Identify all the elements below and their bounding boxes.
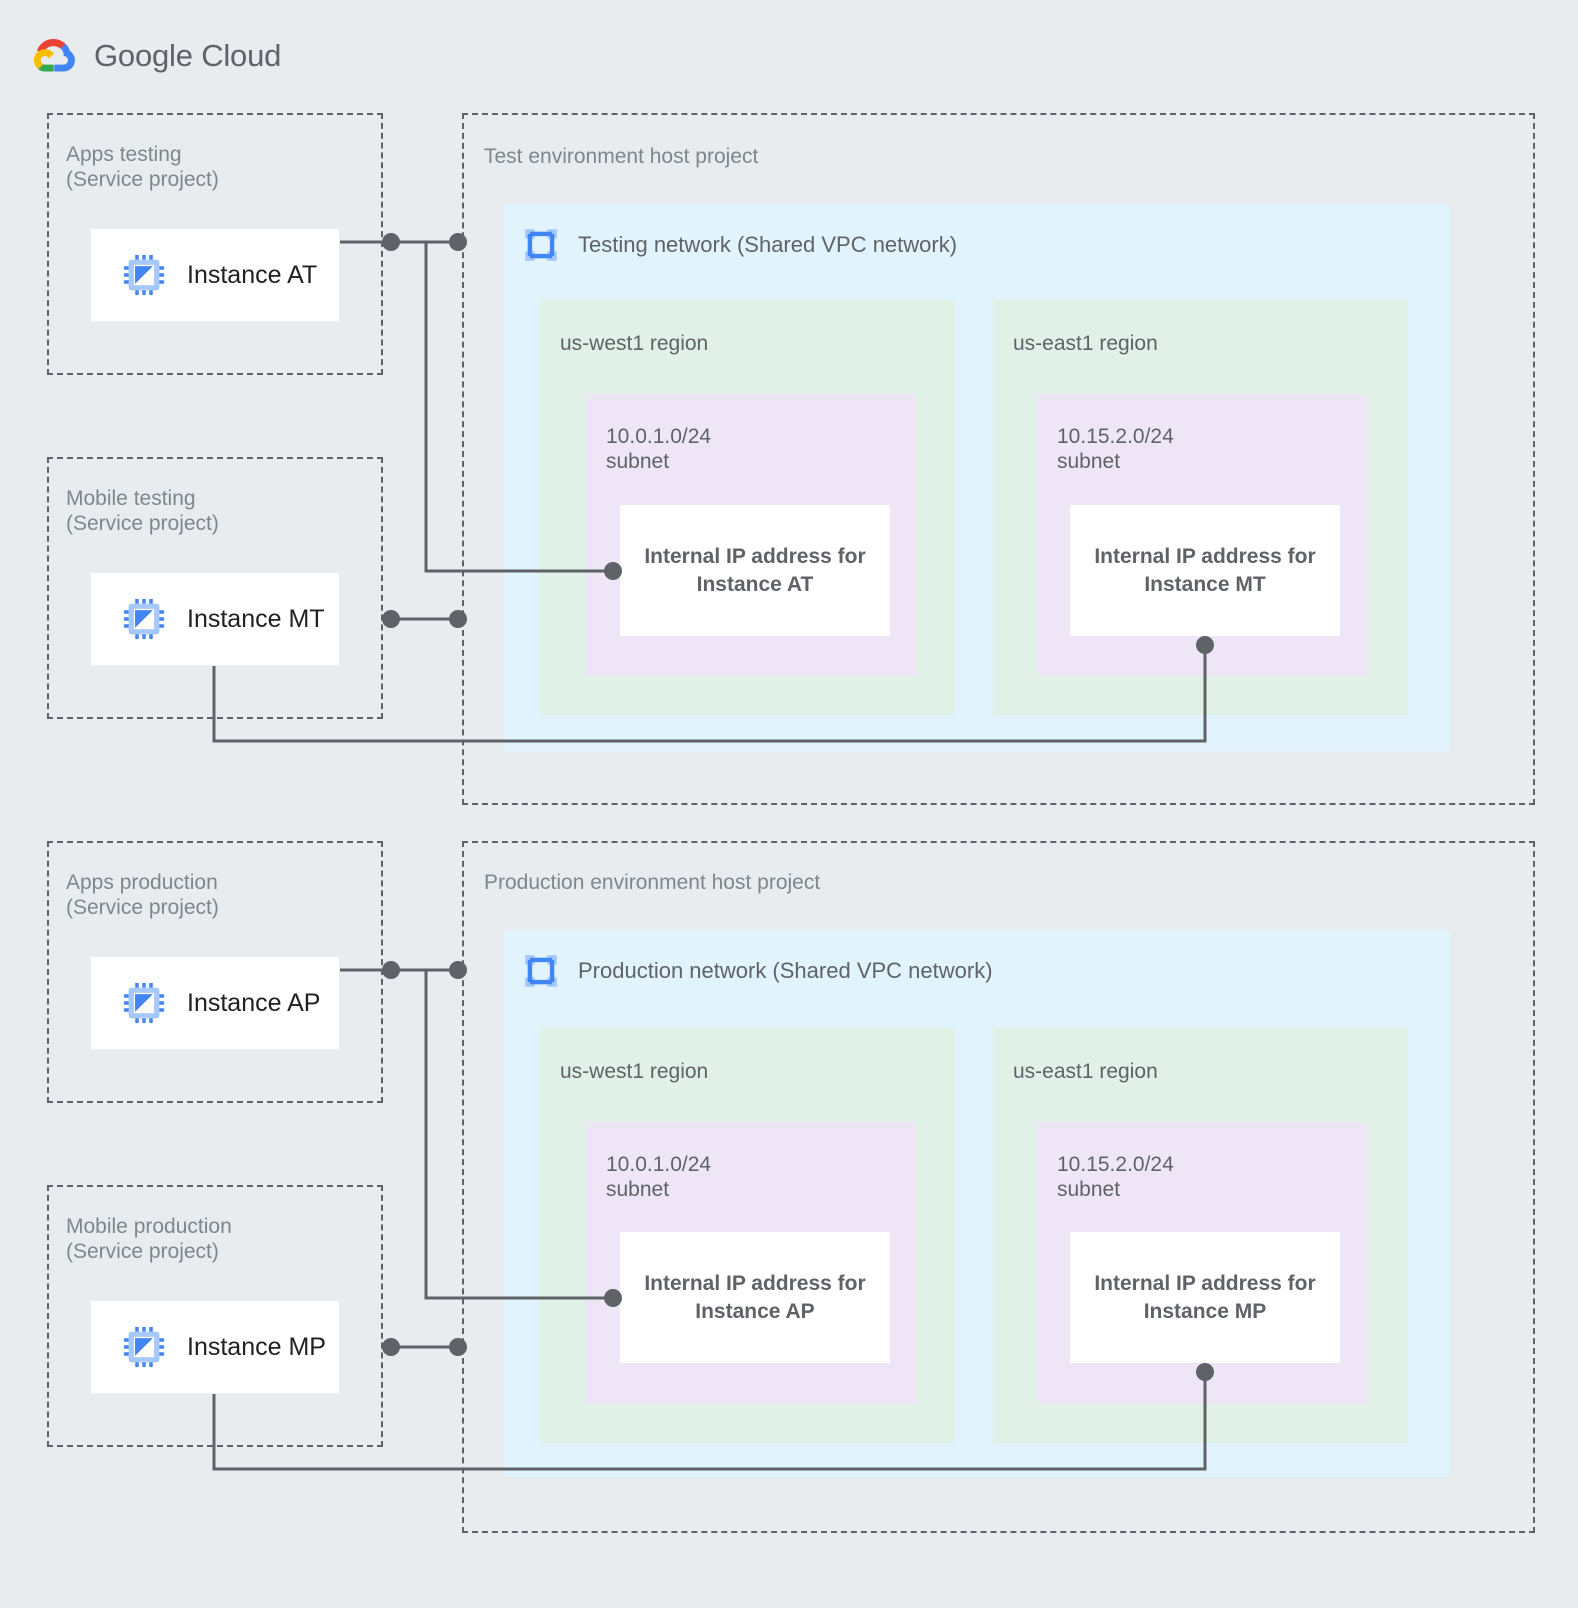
host-project-test-environment-label: Test environment host project xyxy=(484,145,759,168)
vpc-network-testing-name: Testing network (Shared VPC network) xyxy=(578,232,958,257)
instance-name-mt: Instance MT xyxy=(187,604,325,633)
subnet-kind: subnet xyxy=(606,1178,670,1201)
instance-card-ap[interactable]: Instance AP xyxy=(90,956,340,1050)
google-cloud-brand: Google Cloud xyxy=(34,36,281,76)
brand-name-light: Cloud xyxy=(201,38,282,73)
instance-card-mp[interactable]: Instance MP xyxy=(90,1300,340,1394)
vm-instance-icon xyxy=(123,982,165,1024)
vm-instance-icon xyxy=(123,598,165,640)
shared-vpc-attach-mobile-testing xyxy=(382,610,467,628)
google-cloud-logo-icon xyxy=(34,39,75,72)
ip-reservation-mt-label: Internal IP address for Instance MT xyxy=(1094,544,1316,596)
instance-name-at: Instance AT xyxy=(187,260,318,289)
subnet-kind: subnet xyxy=(606,450,670,473)
subnet-prod-us-east1-label: 10.15.2.0/24 subnet xyxy=(1057,1152,1174,1202)
ip-reservation-mt[interactable]: Internal IP address for Instance MT xyxy=(1070,505,1340,636)
ip-reservation-at[interactable]: Internal IP address for Instance AT xyxy=(620,505,890,636)
vpc-network-icon xyxy=(525,229,557,261)
instance-card-mt[interactable]: Instance MT xyxy=(90,572,340,666)
vpc-network-icon xyxy=(525,955,557,987)
subnet-cidr: 10.15.2.0/24 xyxy=(1057,1153,1174,1176)
vpc-network-testing-title: Testing network (Shared VPC network) xyxy=(522,226,957,264)
vm-instance-icon xyxy=(123,254,165,296)
service-project-mobile-testing-label: Mobile testing (Service project) xyxy=(66,487,219,535)
vm-instance-icon xyxy=(123,1326,165,1368)
ip-reservation-ap[interactable]: Internal IP address for Instance AP xyxy=(620,1232,890,1363)
instance-name-ap: Instance AP xyxy=(187,988,321,1017)
ip-reservation-mp-label: Internal IP address for Instance MP xyxy=(1094,1271,1316,1323)
subnet-cidr: 10.0.1.0/24 xyxy=(606,1153,712,1176)
subnet-cidr: 10.0.1.0/24 xyxy=(606,425,712,448)
ip-reservation-mp[interactable]: Internal IP address for Instance MP xyxy=(1070,1232,1340,1363)
ip-reservation-ap-label: Internal IP address for Instance AP xyxy=(644,1271,866,1323)
instance-name-mp: Instance MP xyxy=(187,1332,326,1361)
region-test-us-east1-label: us-east1 region xyxy=(1013,332,1158,355)
subnet-test-us-east1-label: 10.15.2.0/24 subnet xyxy=(1057,424,1174,474)
subnet-kind: subnet xyxy=(1057,1178,1121,1201)
subnet-prod-us-west1-label: 10.0.1.0/24 subnet xyxy=(606,1152,711,1202)
subnet-cidr: 10.15.2.0/24 xyxy=(1057,425,1174,448)
region-test-us-west1-label: us-west1 region xyxy=(560,332,709,355)
region-prod-us-west1-label: us-west1 region xyxy=(560,1060,709,1083)
region-prod-us-east1-label: us-east1 region xyxy=(1013,1060,1158,1083)
subnet-kind: subnet xyxy=(1057,450,1121,473)
shared-vpc-attach-apps-testing xyxy=(382,233,467,251)
brand-wordmark: Google Cloud xyxy=(94,38,281,74)
vpc-network-production-name: Production network (Shared VPC network) xyxy=(578,958,993,983)
instance-card-at[interactable]: Instance AT xyxy=(90,228,340,322)
brand-name-bold: Google xyxy=(94,38,193,73)
service-project-mobile-production-label: Mobile production (Service project) xyxy=(66,1215,232,1263)
subnet-test-us-west1-label: 10.0.1.0/24 subnet xyxy=(606,424,711,474)
shared-vpc-attach-mobile-production xyxy=(382,1338,467,1356)
service-project-apps-testing-label: Apps testing (Service project) xyxy=(66,143,219,191)
vpc-network-production-title: Production network (Shared VPC network) xyxy=(522,952,993,990)
service-project-apps-production-label: Apps production (Service project) xyxy=(66,871,219,919)
host-project-production-environment-label: Production environment host project xyxy=(484,871,821,894)
ip-reservation-at-label: Internal IP address for Instance AT xyxy=(644,544,866,596)
shared-vpc-attach-apps-production xyxy=(382,961,467,979)
